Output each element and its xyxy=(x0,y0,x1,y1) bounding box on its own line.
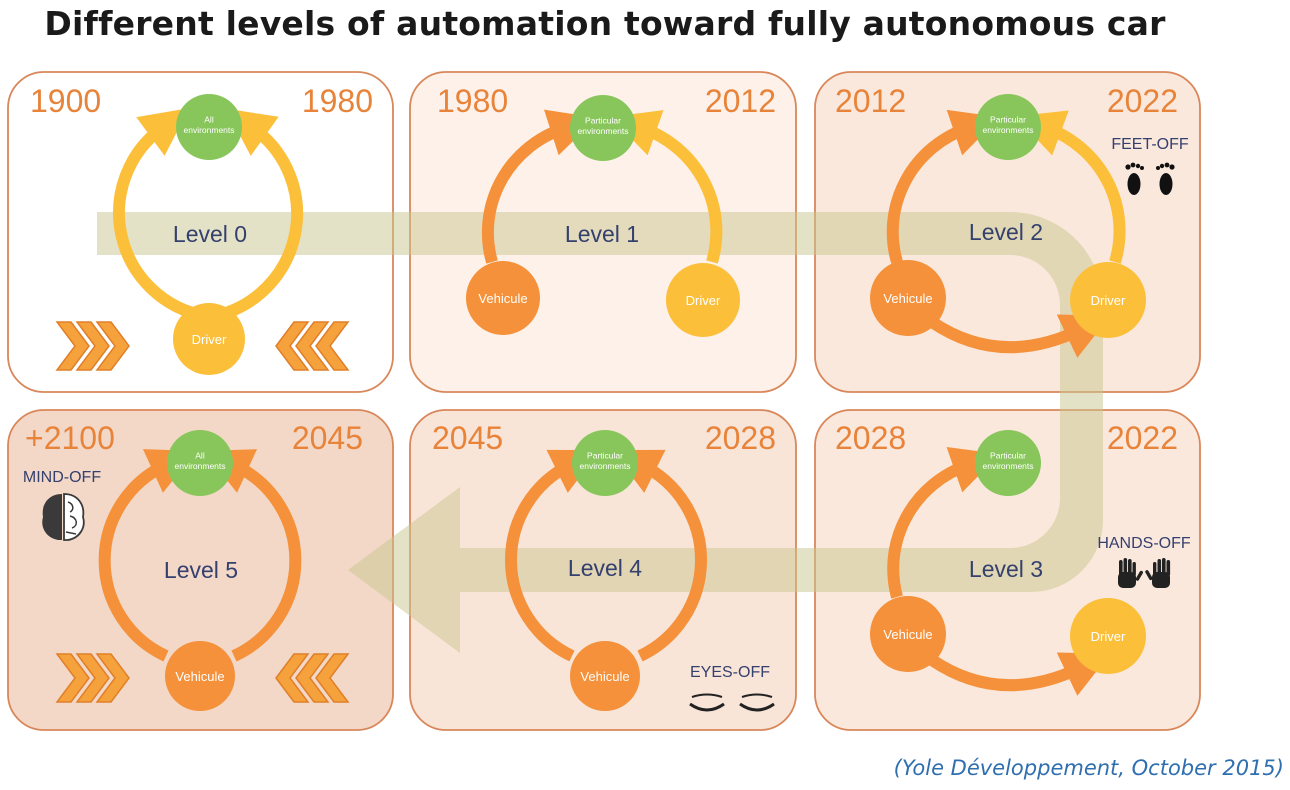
node-label: Vehicule xyxy=(175,669,224,684)
chevrons-right xyxy=(55,653,130,703)
year-end: 2028 xyxy=(705,420,776,456)
node-label: Driver xyxy=(1091,293,1126,308)
level-label: Level 1 xyxy=(565,221,639,247)
hands-off-tag: HANDS-OFF xyxy=(1097,535,1191,552)
node-label: Driver xyxy=(1091,629,1126,644)
node-particular-environments xyxy=(572,430,638,496)
hands-icon xyxy=(1118,558,1171,588)
node-label: Vehicule xyxy=(883,627,932,642)
node-vehicule xyxy=(870,596,946,672)
level-1-cycle xyxy=(466,95,740,337)
level-3-cycle xyxy=(870,430,1146,696)
progress-band xyxy=(97,212,1103,653)
year-end: 1980 xyxy=(302,83,373,119)
node-driver xyxy=(1070,598,1146,674)
chevrons-left xyxy=(275,321,350,371)
node-label: Vehicule xyxy=(883,291,932,306)
level-label: Level 0 xyxy=(173,221,247,247)
level-0-cycle xyxy=(113,94,304,375)
node-label: Driver xyxy=(686,293,721,308)
year-end: 2012 xyxy=(705,83,776,119)
node-vehicule xyxy=(466,261,540,335)
node-label: Vehicule xyxy=(580,669,629,684)
year-start: 1900 xyxy=(30,83,101,119)
node-label: Vehicule xyxy=(478,291,527,306)
level-label: Level 3 xyxy=(969,556,1043,582)
closed-eyes-icon xyxy=(689,693,775,712)
node-particular-environments xyxy=(975,94,1041,160)
node-vehicule xyxy=(165,641,235,711)
eyes-off-tag: EYES-OFF xyxy=(690,664,770,681)
level-2-cycle xyxy=(870,94,1146,358)
year-start: +2100 xyxy=(25,420,115,456)
source-citation: (Yole Développement, October 2015) xyxy=(893,756,1284,780)
node-all-environments xyxy=(167,430,233,496)
chevrons-left xyxy=(275,653,350,703)
node-driver xyxy=(173,303,245,375)
feet-icon xyxy=(1125,162,1175,195)
feet-off-tag: FEET-OFF xyxy=(1111,136,1189,153)
level-label: Level 4 xyxy=(568,555,642,581)
level-5-cycle xyxy=(98,430,302,711)
level-label: Level 2 xyxy=(969,219,1043,245)
node-vehicule xyxy=(570,641,640,711)
node-label: Driver xyxy=(192,332,227,347)
node-particular-environments xyxy=(975,430,1041,496)
year-start: 2012 xyxy=(835,83,906,119)
node-particular-environments xyxy=(570,95,636,161)
chevrons-right xyxy=(55,321,130,371)
level-label: Level 5 xyxy=(164,557,238,583)
year-end: 2045 xyxy=(292,420,363,456)
year-end: 2022 xyxy=(1107,83,1178,119)
year-start: 2045 xyxy=(432,420,503,456)
node-all-environments xyxy=(176,94,242,160)
level-4-cycle xyxy=(504,430,708,711)
year-start: 2028 xyxy=(835,420,906,456)
page-title: Different levels of automation toward fu… xyxy=(44,4,1166,43)
node-vehicule xyxy=(870,260,946,336)
node-driver xyxy=(1070,262,1146,338)
brain-icon xyxy=(42,493,85,541)
year-start: 1980 xyxy=(437,83,508,119)
year-end: 2022 xyxy=(1107,420,1178,456)
mind-off-tag: MIND-OFF xyxy=(23,469,101,486)
node-driver xyxy=(666,263,740,337)
